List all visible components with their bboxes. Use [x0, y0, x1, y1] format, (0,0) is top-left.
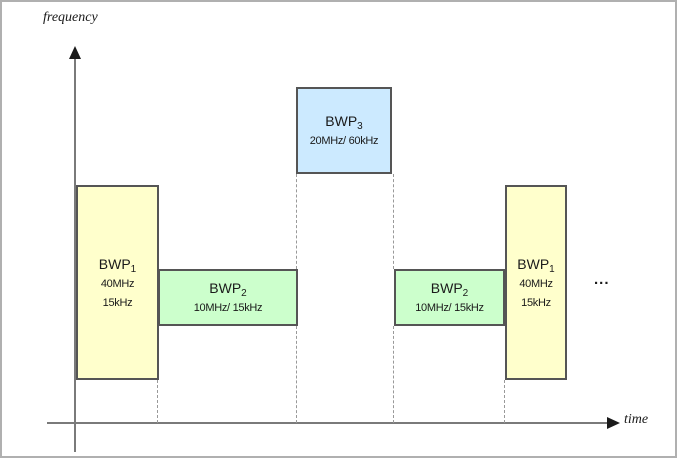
bwp3-title-subscript: 3	[357, 121, 363, 132]
bwp2-title-subscript: 2	[462, 288, 469, 299]
time-axis-line	[47, 422, 609, 424]
frequency-axis-arrowhead-icon	[69, 46, 81, 59]
bwp2-title-text: BWP	[430, 280, 463, 296]
bwp1-scs-text: 15kHz	[102, 296, 133, 309]
dashed-transition-line	[504, 380, 505, 423]
bwp1-scs-text: 15kHz	[521, 296, 551, 309]
bwp1-title: BWP1	[517, 256, 554, 278]
bwp2-title-text: BWP	[209, 280, 242, 296]
bwp1-bandwidth-text: 40MHz	[519, 277, 553, 290]
continuation-ellipsis: ...	[594, 271, 610, 288]
bwp1-box-first: BWP1 40MHz 15kHz	[76, 185, 159, 380]
bwp1-box-second: BWP1 40MHz 15kHz	[505, 185, 567, 380]
bwp2-title-subscript: 2	[241, 288, 247, 299]
frequency-axis-label: frequency	[43, 10, 98, 25]
bwp3-box: BWP3 20MHz/ 60kHz	[296, 87, 392, 174]
dashed-transition-line	[393, 174, 394, 269]
bwp2-bandwidth-scs-text: 10MHz/ 15kHz	[193, 302, 263, 314]
time-axis-arrowhead-icon	[607, 417, 620, 429]
bwp1-title: BWP1	[99, 256, 136, 278]
time-axis-label: time	[624, 412, 649, 427]
bwp2-title: BWP2	[209, 280, 246, 302]
bwp1-title-subscript: 1	[130, 263, 137, 275]
bwp1-bandwidth-text: 40MHz	[100, 277, 135, 290]
bwp1-title-subscript: 1	[549, 263, 555, 275]
bwp2-box-first: BWP2 10MHz/ 15kHz	[158, 269, 298, 326]
bwp2-box-second: BWP2 10MHz/ 15kHz	[394, 269, 505, 326]
bwp3-bandwidth-scs-text: 20MHz/ 60kHz	[309, 135, 379, 147]
bwp1-title-text: BWP	[98, 255, 131, 272]
bwp3-title-text: BWP	[325, 113, 358, 129]
dashed-transition-line	[296, 326, 297, 423]
dashed-transition-line	[393, 326, 394, 423]
dashed-transition-line	[296, 174, 297, 269]
dashed-transition-line	[157, 380, 158, 423]
bwp2-title: BWP2	[431, 280, 468, 302]
bwp2-bandwidth-scs-text: 10MHz/ 15kHz	[415, 302, 484, 314]
bwp1-title-text: BWP	[517, 255, 550, 272]
frequency-axis-line	[74, 55, 76, 452]
bwp3-title: BWP3	[325, 113, 362, 135]
